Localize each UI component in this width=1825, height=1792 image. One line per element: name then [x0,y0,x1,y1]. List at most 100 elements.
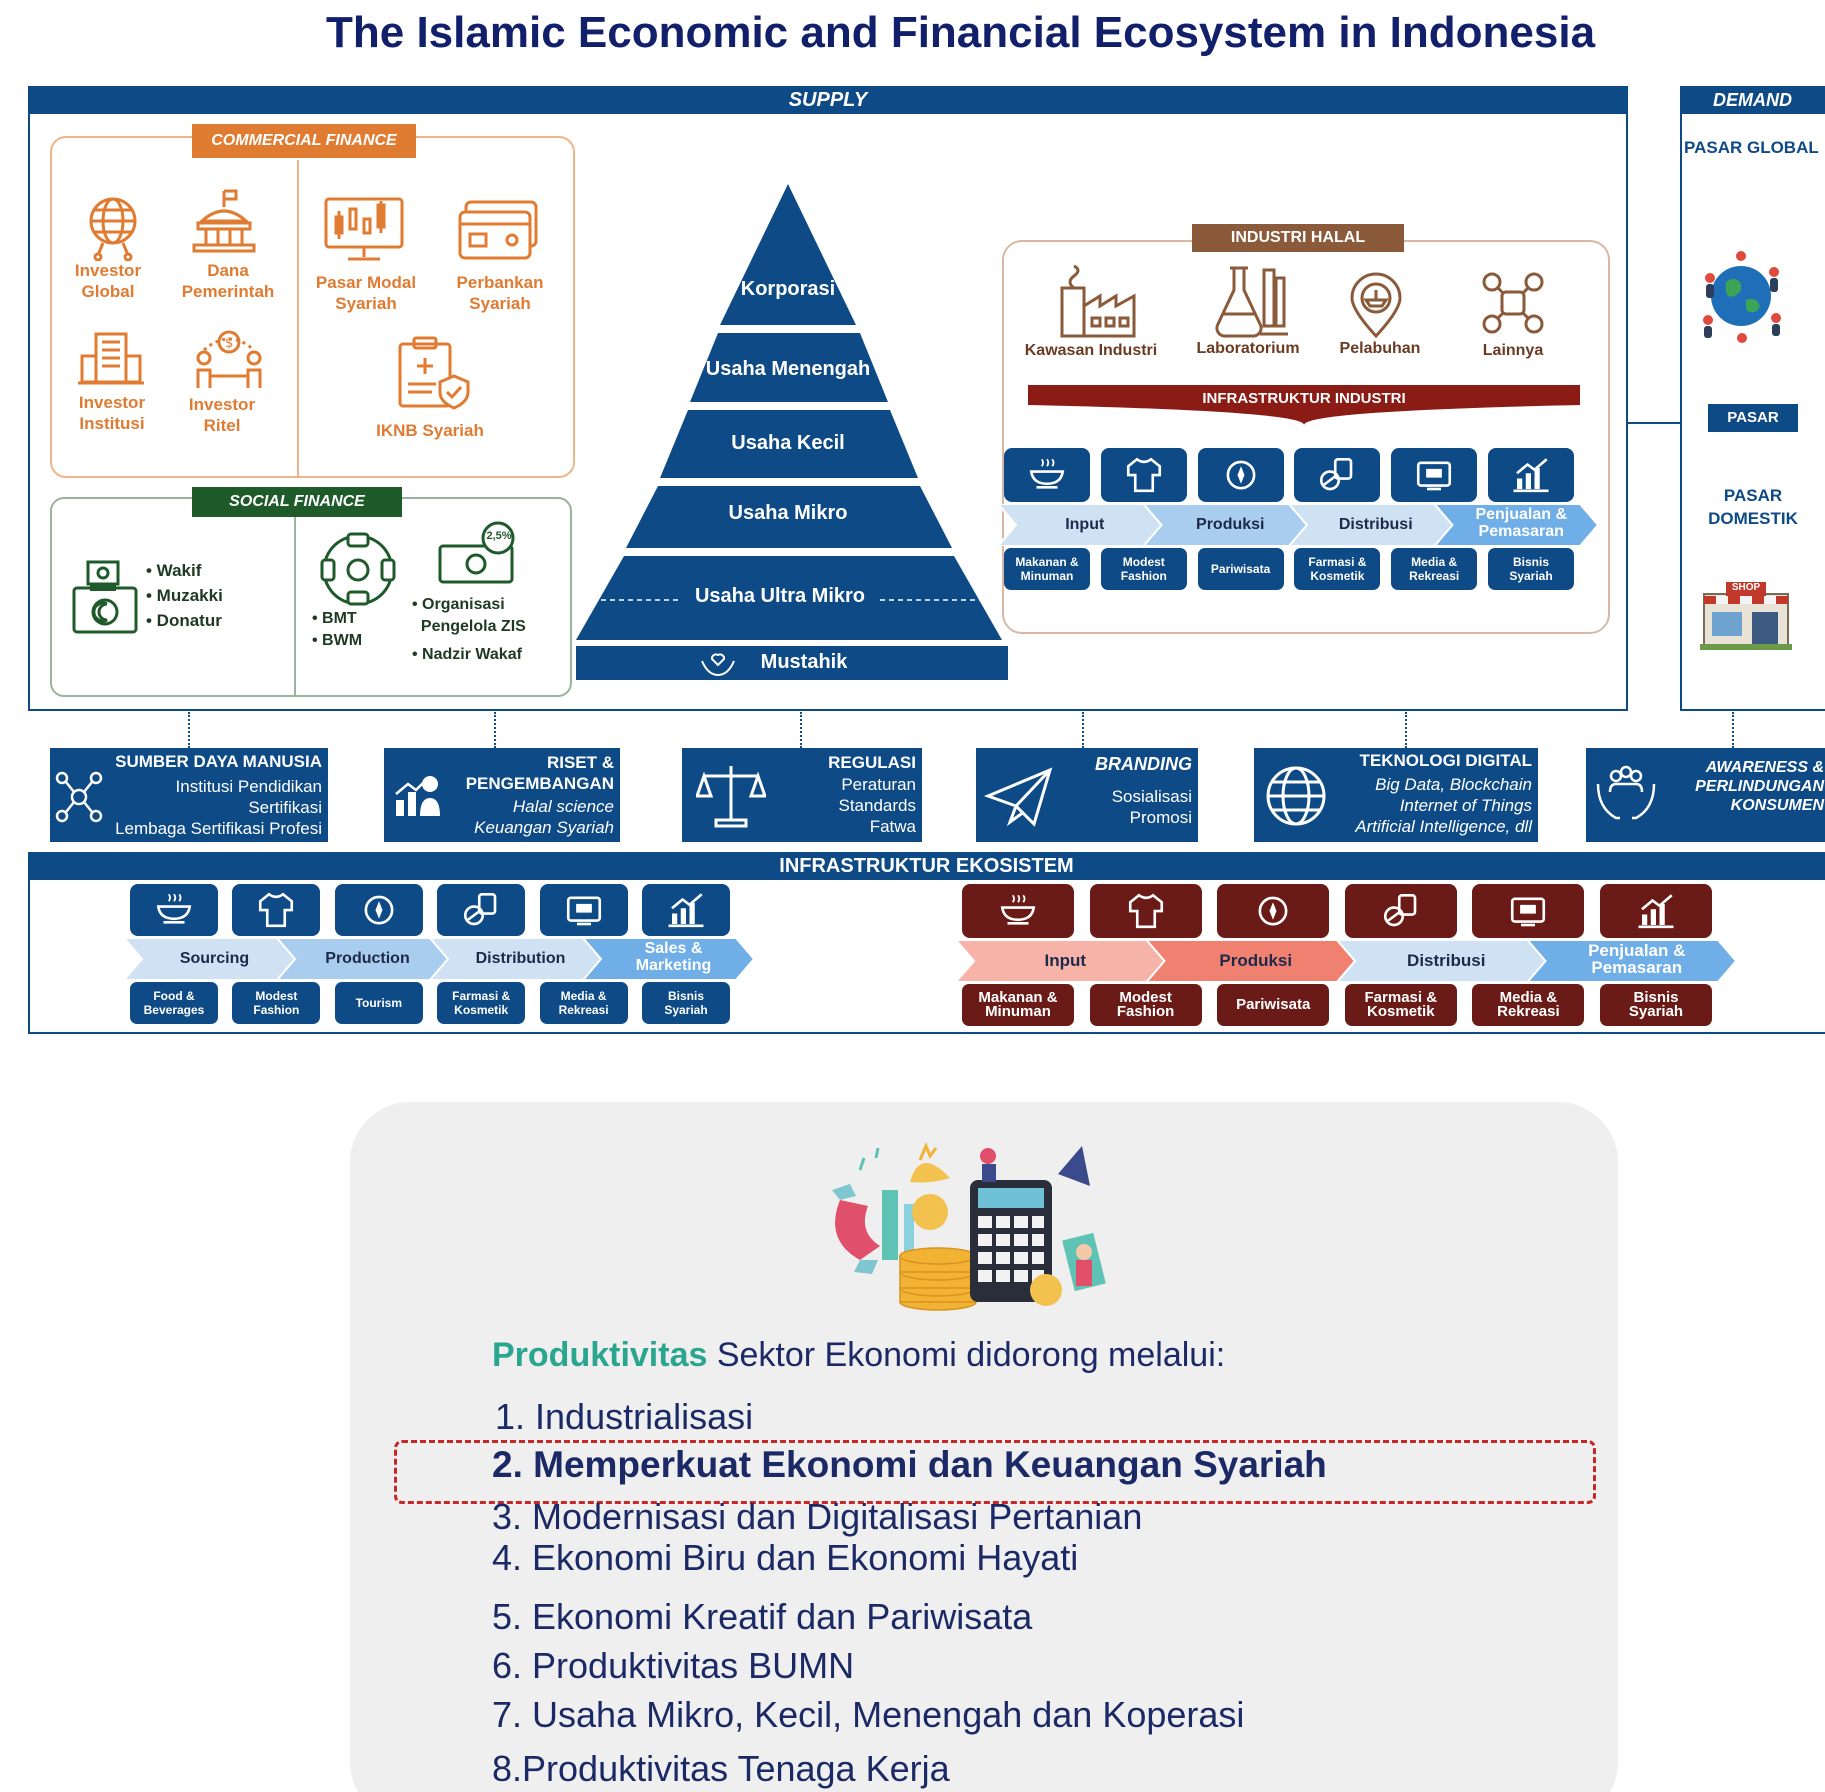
shirt-tile [1100,448,1187,502]
value-chain-stage: Sales & Marketing [635,940,712,974]
pasar-global-label: PASAR GLOBAL [1684,138,1819,157]
medicine-icon [464,892,497,926]
factory-icon [1056,262,1140,345]
retail-investor-icon: $ [194,328,264,395]
other-network-icon [1480,270,1546,341]
productivity-item: 1. Industrialisasi [495,1396,754,1437]
social-wakaf-list: • Nadzir Wakaf [412,646,522,663]
enabler-connector [1732,712,1734,748]
digital-globe-icon [1264,764,1328,833]
enabler-lines: Big Data, Blockchain Internet of Things … [1355,775,1532,836]
svg-text:$: $ [225,336,233,351]
sector-label: Food & Beverages [130,982,218,1024]
enabler-riset [384,748,620,842]
insurance-clipboard-icon [396,336,472,415]
social-finance-label: SOCIAL FINANCE [192,487,402,517]
hands-circle-icon [318,530,398,613]
commercial-item-label: Dana Pemerintah [181,261,275,301]
chain-arrow-band [124,938,754,980]
sector-label: Makanan & Minuman [962,984,1074,1026]
enabler-title: RISET & PENGEMBANGAN [465,753,614,793]
medicine-tile [437,884,526,936]
chain-arrow-band [956,940,1736,982]
growth-chart-tile [1600,884,1712,938]
productivity-item: 6. Produktivitas BUMN [492,1645,855,1686]
pyramid-level-kecil: Usaha Kecil [731,432,845,454]
industri-halal-label: INDUSTRI HALAL [1192,224,1404,252]
infrastruktur-industri-label: INFRASTRUKTUR INDUSTRI [1202,390,1406,407]
sector-label: Makanan & Minuman [1004,548,1090,590]
sector-label: Modest Fashion [1100,548,1187,590]
halal-item-label: Kawasan Industri [1024,342,1158,359]
bank-card-icon [456,200,540,267]
hands-heart-icon [698,651,738,682]
halal-item-label: Pelabuhan [1339,340,1421,357]
demand-header: DEMAND [1680,86,1825,114]
value-chain-stage: Produksi [1219,951,1293,970]
government-building-icon [188,187,260,258]
enabler-connector [800,712,802,748]
commercial-finance-divider [297,160,299,476]
stock-chart-icon [322,195,406,270]
enabler-lines: Sosialisasi Promosi [1111,787,1192,827]
shop-store-icon [1700,580,1792,655]
live-tv-tile [539,884,628,936]
shop-sign-label: SHOP [1731,582,1761,593]
pyramid-level-korporasi: Korporasi [740,278,836,300]
bowl-icon [1029,458,1065,489]
social-institution-list: • BMT • BWM [312,610,363,649]
value-chain-stage: Penjualan & Pemasaran [1475,506,1568,540]
productivity-item: 2. Memperkuat Ekonomi dan Keuangan Syari… [492,1444,1327,1485]
social-zis-list: • Organisasi Pengelola ZIS [412,596,526,635]
network-people-icon [54,770,104,829]
commercial-item-label: Perbankan Syariah [456,273,544,313]
enabler-sdm [50,748,328,842]
sector-label: Bisnis Syariah [642,982,730,1024]
sector-label: Farmasi & Kosmetik [437,982,526,1024]
growth-chart-icon [1638,894,1674,929]
enabler-lines: Institusi Pendidikan Sertifikasi Lembaga… [115,777,322,838]
productivity-item: 4. Ekonomi Biru dan Ekonomi Hayati [492,1537,1079,1578]
page-title: The Islamic Economic and Financial Ecosy… [326,8,1596,57]
enabler-title: REGULASI [828,753,916,772]
shirt-tile [1089,884,1202,938]
protection-hands-icon [1594,762,1658,831]
commercial-item-label: Pasar Modal Syariah [315,273,417,313]
pyramid-level-mikro: Usaha Mikro [728,502,848,524]
compass-icon [364,895,394,925]
research-growth-icon [392,772,442,823]
shirt-tile [232,884,321,936]
shirt-icon [259,892,294,928]
live-tv-tile [1391,448,1478,502]
enabler-title: SUMBER DAYA MANUSIA [115,752,322,771]
zakat-rate-label: 2,5% [486,530,512,542]
growth-chart-tile [1488,448,1574,502]
ecosystem-header: INFRASTRUKTUR EKOSISTEM [28,852,1825,880]
value-chain-stage: Production [325,950,410,967]
live-tv-icon [1511,897,1546,927]
enabler-lines: Peraturan Standards Fatwa [838,775,917,836]
productivity-item: 8.Produktivitas Tenaga Kerja [492,1748,950,1789]
pasar-badge: PASAR [1708,404,1798,432]
charity-box-icon [70,558,140,641]
enabler-lines: Halal science Keuangan Syariah [474,797,614,837]
enabler-branding [976,748,1198,842]
enabler-connector [188,712,190,748]
zakat-money-icon [436,520,520,591]
sector-label: Bisnis Syariah [1488,548,1574,590]
halal-item-label: Lainnya [1482,342,1544,359]
sector-label: Tourism [334,982,423,1024]
bowl-tile [130,884,218,936]
compass-tile [334,884,423,936]
medicine-icon [1320,457,1353,491]
sector-label: Modest Fashion [1089,984,1202,1026]
justice-scale-icon [694,762,768,833]
sector-label: Pariwisata [1197,548,1284,590]
compass-tile [1197,448,1284,502]
supply-header: SUPPLY [28,86,1628,114]
live-tv-icon [566,896,601,926]
halal-item-label: Laboratorium [1196,340,1300,357]
shirt-icon [1128,893,1163,929]
